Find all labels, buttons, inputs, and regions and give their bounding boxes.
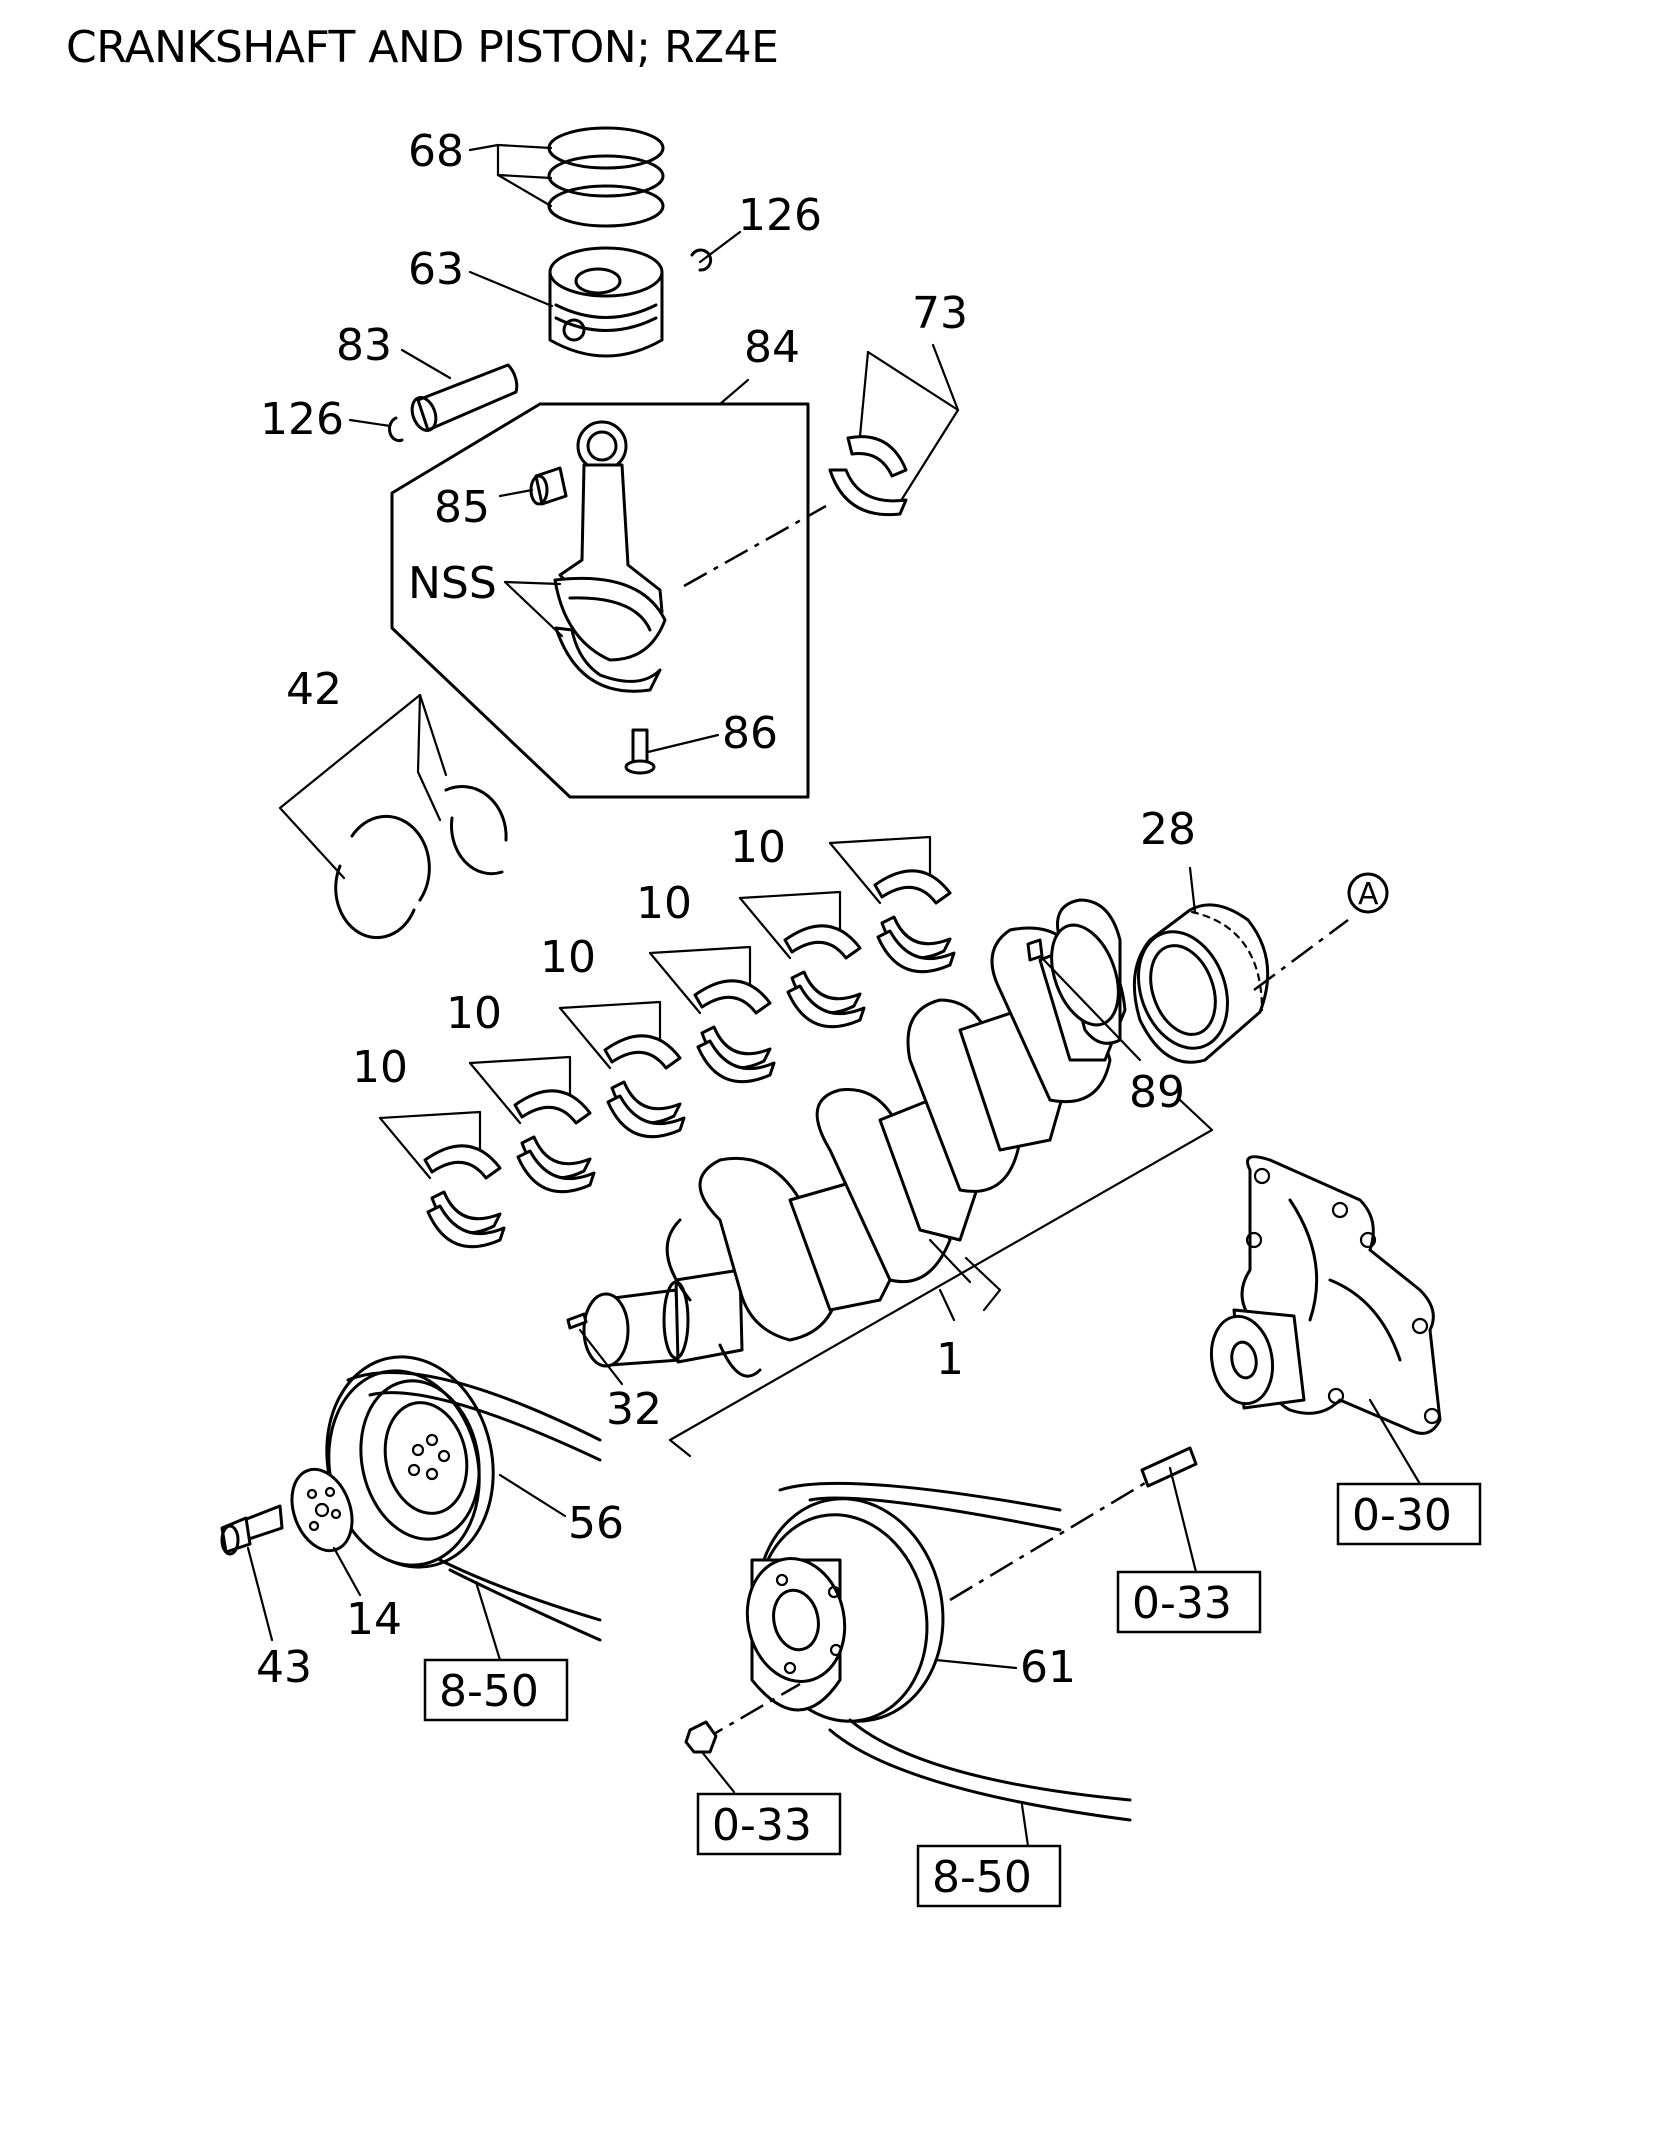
callout-56: 56 <box>568 1498 624 1549</box>
callout-42: 42 <box>286 664 342 715</box>
nut <box>684 1720 736 1794</box>
washer-plate <box>290 1467 362 1597</box>
callout-63: 63 <box>408 244 464 295</box>
callout-68: 68 <box>408 126 464 177</box>
crank-pulley <box>325 1355 602 1662</box>
connecting-rod-assembly <box>390 378 827 799</box>
thrust-washers <box>278 693 508 939</box>
callout-43: 43 <box>256 1642 312 1693</box>
ref-8-50-left: 8-50 <box>439 1666 539 1717</box>
callout-circle-a: A <box>1358 877 1379 912</box>
callout-32: 32 <box>606 1384 662 1435</box>
water-pump <box>1209 1155 1442 1486</box>
callout-84: 84 <box>744 322 800 373</box>
callout-83: 83 <box>336 320 392 371</box>
ref-8-50-right: 8-50 <box>932 1852 1032 1903</box>
piston <box>468 246 664 358</box>
main-bearings <box>378 835 956 1249</box>
conrod-bearing <box>828 343 960 517</box>
callout-126-top: 126 <box>738 190 822 241</box>
ref-0-33-upper: 0-33 <box>1132 1578 1232 1629</box>
pulley-bolt <box>220 1504 284 1642</box>
callout-10-3: 10 <box>540 932 596 983</box>
crankshaft <box>566 898 1214 1458</box>
callout-28: 28 <box>1140 804 1196 855</box>
callout-nss: NSS <box>408 558 497 609</box>
stud <box>1140 1446 1198 1574</box>
ref-0-33-lower: 0-33 <box>712 1800 812 1851</box>
diagram-title: CRANKSHAFT AND PISTON; RZ4E <box>66 22 779 73</box>
callout-10-5: 10 <box>730 822 786 873</box>
callout-85: 85 <box>434 482 490 533</box>
reference-boxes: 0-30 0-33 8-50 0-33 8-50 <box>423 1482 1482 1908</box>
callout-labels: 68 126 63 83 84 73 126 85 NSS 86 42 10 1… <box>256 126 1379 1693</box>
piston-rings <box>468 126 665 228</box>
callout-10-1: 10 <box>352 1042 408 1093</box>
callout-1: 1 <box>936 1334 964 1385</box>
callout-126-left: 126 <box>260 394 344 445</box>
callout-73: 73 <box>912 288 968 339</box>
callout-61: 61 <box>1020 1642 1076 1693</box>
piston-pin <box>400 348 519 432</box>
callout-10-4: 10 <box>636 878 692 929</box>
fan-pulley <box>699 1478 1151 1848</box>
ref-0-30: 0-30 <box>1352 1490 1452 1541</box>
callout-89: 89 <box>1129 1067 1185 1118</box>
crankshaft-gear <box>1132 866 1389 1064</box>
callout-14: 14 <box>346 1594 402 1645</box>
callout-86: 86 <box>722 708 778 759</box>
callout-10-2: 10 <box>446 988 502 1039</box>
